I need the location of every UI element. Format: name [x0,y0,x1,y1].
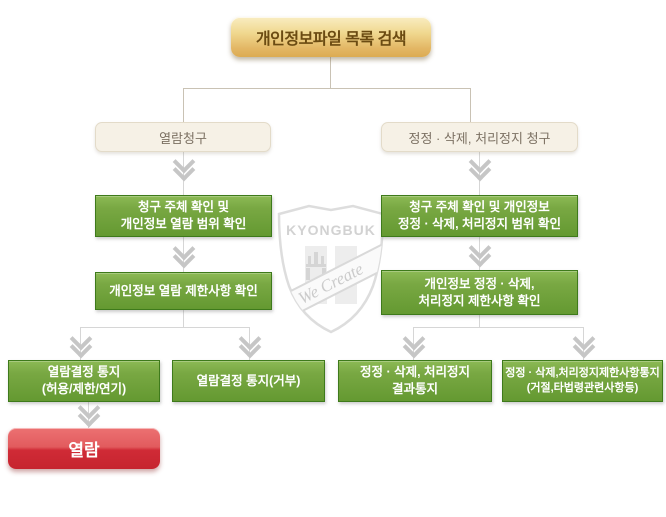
kyongbuk-emblem: KYONGBUK We Create [277,204,385,334]
result-notice-line2: 결과통지 [391,382,438,396]
emblem-org-text: KYONGBUK [286,222,376,238]
result-restrict-line2: (거절,타법령관련사항등) [526,382,639,394]
right-header-box: 정정 · 삭제, 처리정지 청구 [381,122,578,152]
connector-line [479,315,480,327]
connector-line [470,88,471,122]
arrow-down-icon [469,158,489,178]
right-step2-line2: 처리정지 제한사항 확인 [418,293,541,308]
connector-line [330,57,331,88]
connector-line [183,310,184,327]
right-header-label: 정정 · 삭제, 처리정지 청구 [408,130,551,146]
result-deny-line1: 열람결정 통지(거부) [196,373,301,388]
left-header-label: 열람청구 [159,130,207,146]
left-step1-box: 청구 주체 확인 및 개인정보 열람 범위 확인 [95,195,272,237]
left-step1-line2: 개인정보 열람 범위 확인 [120,217,247,231]
left-step1-line1: 청구 주체 확인 및 [138,200,229,215]
right-step1-line2: 정정 · 삭제, 처리정지 범위 확인 [397,217,561,231]
connector-line [183,88,471,89]
view-button-label: 열람 [68,441,100,460]
right-step2-box: 개인정보 정정 · 삭제, 처리정지 제한사항 확인 [381,270,578,315]
result-allow-box: 열람결정 통지 (허용/제한/연기) [8,360,160,402]
left-header-box: 열람청구 [95,122,271,152]
arrow-down-icon [239,335,259,355]
result-allow-line1: 열람결정 통지 [47,365,121,380]
connector-line [183,88,184,122]
result-notice-box: 정정 · 삭제, 처리정지 결과통지 [338,360,492,402]
result-allow-line2: (허용/제한/연기) [41,382,127,396]
right-step1-box: 청구 주체 확인 및 개인정보 정정 · 삭제, 처리정지 범위 확인 [381,195,578,237]
root-search-label: 개인정보파일 목록 검색 [255,31,407,48]
result-notice-line1: 정정 · 삭제, 처리정지 [359,365,471,380]
result-restrict-box: 정정 · 삭제,처리정지제한사항통지 (거절,타법령관련사항등) [502,360,663,402]
connector-line [80,327,250,328]
arrow-down-icon [78,404,98,424]
arrow-down-icon [70,335,90,355]
arrow-down-icon [173,158,193,178]
arrow-down-icon [403,335,423,355]
left-step2-line1: 개인정보 열람 제한사항 확인 [109,283,258,298]
root-search-button[interactable]: 개인정보파일 목록 검색 [231,17,431,57]
arrow-down-icon [573,335,593,355]
left-step2-box: 개인정보 열람 제한사항 확인 [95,272,272,310]
connector-line [413,327,584,328]
right-step1-line1: 청구 주체 확인 및 개인정보 [409,200,550,215]
result-restrict-line1: 정정 · 삭제,처리정지제한사항통지 [505,366,660,379]
view-button[interactable]: 열람 [8,428,160,469]
arrow-down-icon [173,245,193,265]
arrow-down-icon [469,244,489,264]
result-deny-box: 열람결정 통지(거부) [172,360,325,402]
right-step2-line1: 개인정보 정정 · 삭제, [424,276,535,291]
